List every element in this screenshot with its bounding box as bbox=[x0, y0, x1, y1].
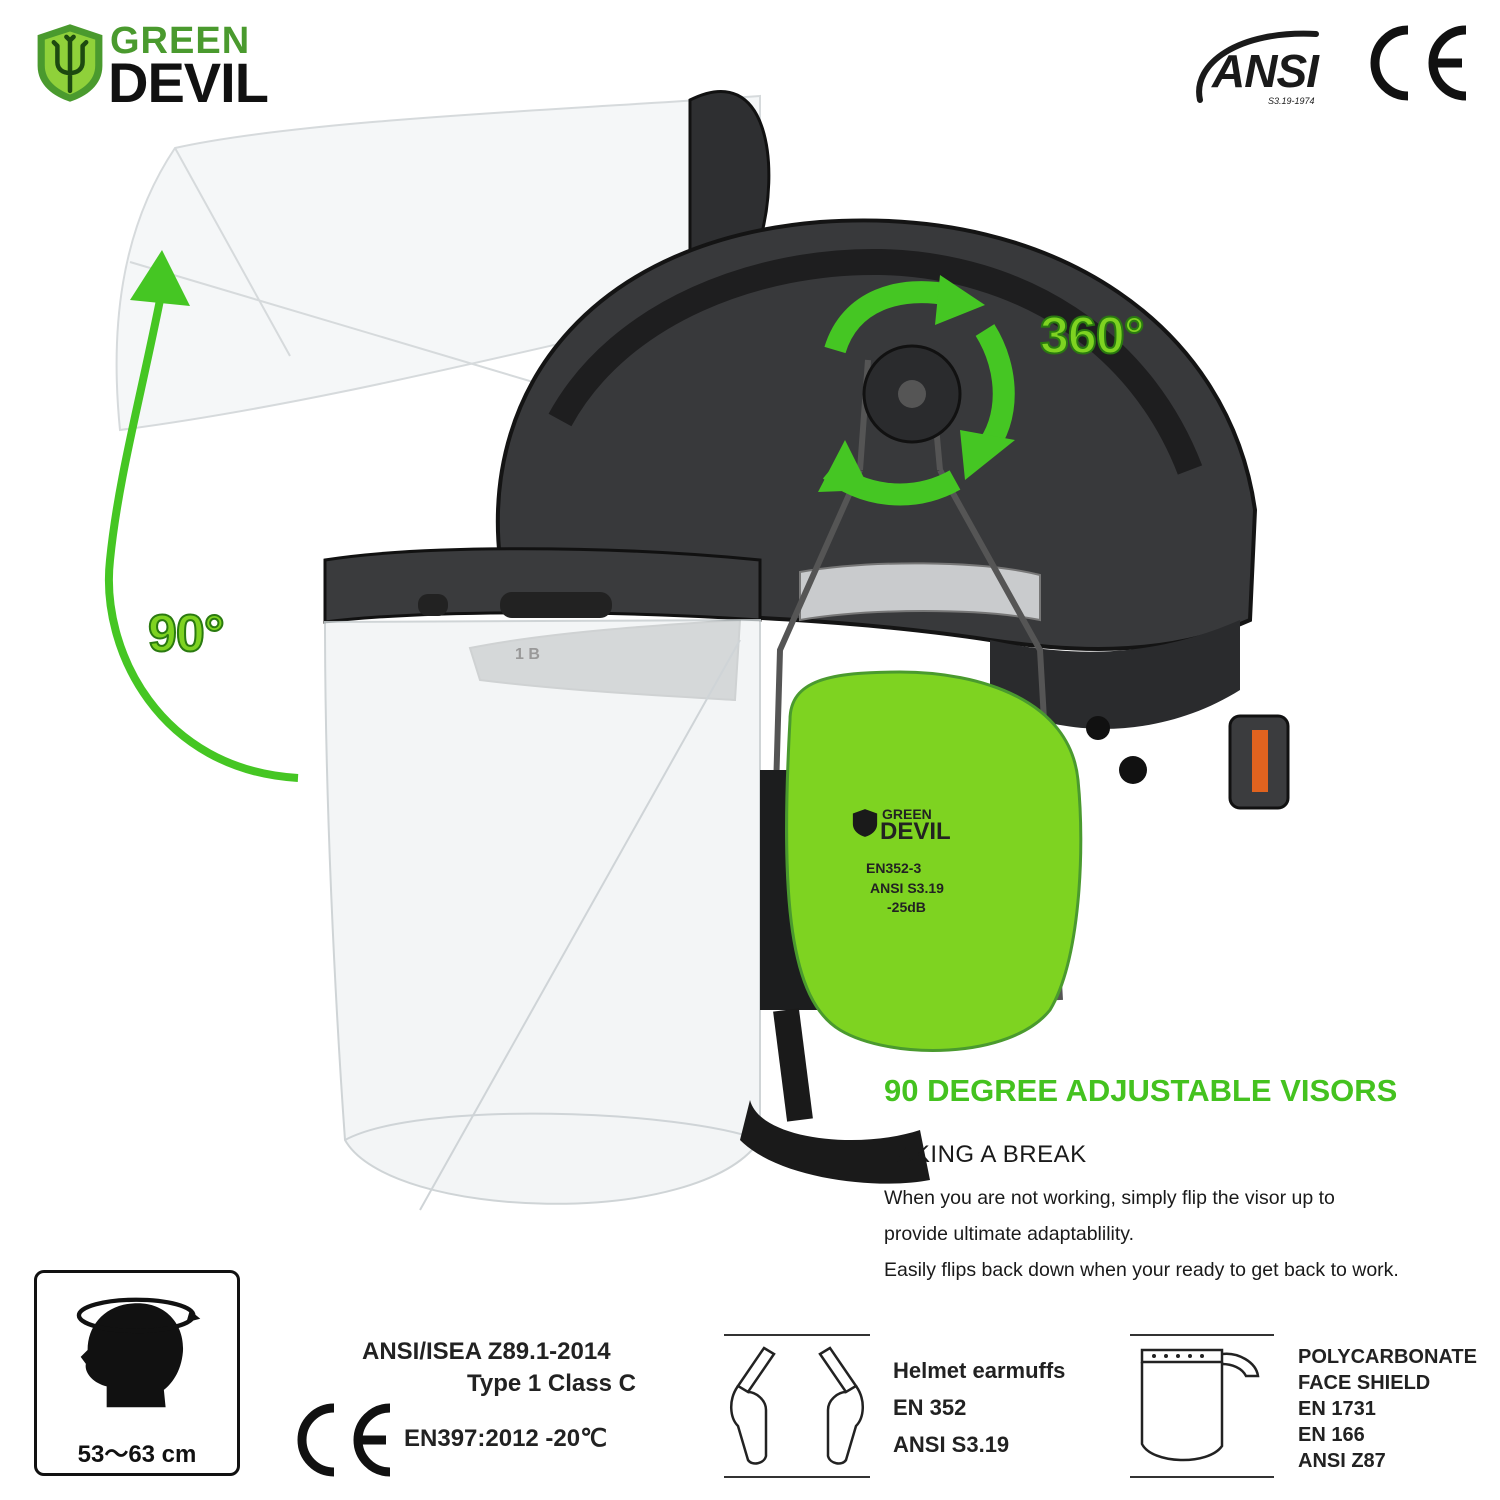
feature-subtitle: TAKING A BREAK bbox=[884, 1141, 1087, 1168]
earmuff-spec-line: ANSI S3.19 bbox=[893, 1432, 1010, 1457]
standard-line-2: Type 1 Class C bbox=[467, 1370, 636, 1397]
shield-divider-bottom bbox=[1130, 1476, 1274, 1478]
feature-body: When you are not working, simply flip th… bbox=[884, 1180, 1484, 1288]
earmuff-spec-line: EN 352 bbox=[893, 1395, 967, 1420]
rotation-callout: 360° bbox=[1039, 306, 1146, 366]
standard-line-1: ANSI/ISEA Z89.1-2014 bbox=[362, 1338, 611, 1365]
ce-mark-icon bbox=[1370, 25, 1467, 101]
face-shield-spec-line: ANSI Z87 bbox=[1298, 1450, 1386, 1472]
earmuff-brand-top: GREEN bbox=[882, 806, 932, 822]
standard-line-3: EN397:2012 -20℃ bbox=[404, 1425, 608, 1452]
face-shield-spec: POLYCARBONATE FACE SHIELD EN 1731 EN 166… bbox=[1298, 1344, 1477, 1474]
earmuff-logo-icon bbox=[852, 809, 878, 837]
face-shield-spec-line: FACE SHIELD bbox=[1298, 1372, 1431, 1394]
feature-body-line: Easily flips back down when your ready t… bbox=[884, 1259, 1399, 1281]
brand-name-bottom: DEVIL bbox=[108, 51, 269, 114]
ansi-logo-text: ANSI bbox=[1212, 45, 1319, 97]
earmuff-rating: -25dB bbox=[887, 899, 926, 915]
face-shield-spec-line: EN 1731 bbox=[1298, 1398, 1376, 1420]
feature-body-line: provide ultimate adaptablility. bbox=[884, 1223, 1135, 1245]
ansi-swoosh-icon bbox=[1196, 30, 1319, 103]
face-shield-spec-line: EN 166 bbox=[1298, 1424, 1365, 1446]
brand-logo-icon bbox=[37, 24, 103, 102]
feature-title: 90 DEGREE ADJUSTABLE VISORS bbox=[884, 1073, 1398, 1108]
face-shield-icon bbox=[1140, 1348, 1260, 1462]
face-shield-spec-line: POLYCARBONATE bbox=[1298, 1346, 1477, 1368]
earmuff-divider-bottom bbox=[724, 1476, 870, 1478]
earmuff-divider-top bbox=[724, 1334, 870, 1336]
shield-divider-top bbox=[1130, 1334, 1274, 1336]
earmuff-icon bbox=[730, 1346, 864, 1465]
earmuff-spec-line: Helmet earmuffs bbox=[893, 1358, 1066, 1383]
ce-mark-bottom-icon bbox=[297, 1403, 391, 1477]
head-size-label: 53～63 cm bbox=[77, 1441, 197, 1468]
lowered-visor bbox=[323, 547, 762, 1211]
head-rotation-icon bbox=[76, 1297, 201, 1408]
head-size-box bbox=[34, 1270, 240, 1476]
feature-body-line: When you are not working, simply flip th… bbox=[884, 1187, 1335, 1209]
reflective-strip bbox=[799, 562, 1041, 622]
brand-name-top: GREEN bbox=[110, 20, 251, 62]
earmuff-cup bbox=[740, 670, 1083, 1184]
ansi-standard-text: S3.19-1974 bbox=[1268, 96, 1315, 106]
earmuff-cert: EN352-3 bbox=[866, 860, 922, 876]
earmuff-brand-bottom: DEVIL bbox=[880, 818, 951, 845]
raised-visor bbox=[115, 94, 761, 432]
visor-angle-callout: 90° bbox=[147, 604, 226, 664]
visor-marking: 1 B bbox=[515, 646, 540, 663]
helmet-illustration bbox=[105, 90, 1290, 1211]
visor-arrow-icon bbox=[105, 299, 299, 782]
helmet-shell bbox=[495, 218, 1290, 810]
earmuff-spec: Helmet earmuffs EN 352 ANSI S3.19 bbox=[893, 1352, 1065, 1463]
earmuff-ansi: ANSI S3.19 bbox=[870, 880, 944, 896]
